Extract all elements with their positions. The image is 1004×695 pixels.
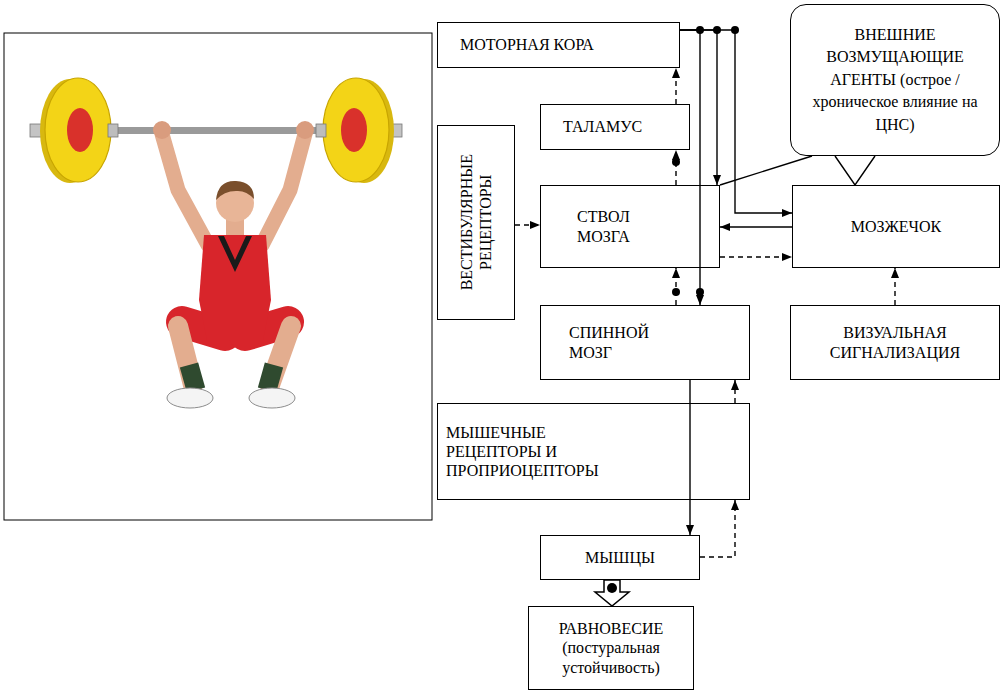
- photo-frame: [4, 33, 432, 520]
- node-label: СПИННОЙ МОЗГ: [569, 323, 669, 361]
- node-label: ТАЛАМУС: [563, 117, 642, 136]
- singlet-trim: [218, 236, 252, 272]
- shoe: [167, 388, 213, 408]
- connector-arrow: [734, 380, 735, 403]
- node-label: ВЕСТИБУЛЯРНЫЕ РЕЦЕПТОРЫ: [457, 133, 495, 313]
- connector-arrow: [680, 30, 717, 185]
- connector-arrow: [680, 30, 700, 305]
- node-label: ВИЗУАЛЬНАЯ СИГНАЛИЗАЦИЯ: [800, 323, 990, 361]
- weight-plate: [323, 78, 389, 182]
- junction-dot: [672, 158, 680, 166]
- junction-dot: [713, 26, 721, 34]
- junction-dot: [731, 26, 739, 34]
- callout-box: ВНЕШНИЕ ВОЗМУЩАЮЩИЕ АГЕНТЫ (острое / хро…: [790, 4, 1000, 156]
- receptor-box: ВЕСТИБУЛЯРНЫЕ РЕЦЕПТОРЫ: [437, 125, 515, 320]
- cortex-box: МОТОРНАЯ КОРА: [437, 22, 680, 68]
- barbell-collar: [316, 124, 326, 137]
- visual-box: ВИЗУАЛЬНАЯ СИГНАЛИЗАЦИЯ: [790, 305, 1000, 380]
- barbell-collar: [108, 124, 118, 137]
- node-label: МЫШЕЧНЫЕ РЕЦЕПТОРЫ И ПРОПРИОЦЕПТОРЫ: [446, 423, 628, 481]
- connector-arrow: [700, 500, 735, 557]
- plate-hub: [341, 108, 367, 152]
- hand: [296, 121, 314, 139]
- sock: [189, 365, 196, 390]
- junction-dot: [672, 288, 680, 296]
- connector-arrow: [720, 256, 792, 257]
- singlet: [199, 235, 271, 340]
- outcome-box: РАВНОВЕСИЕ (постуральная устойчивость): [528, 606, 694, 690]
- weightlifter-figure: [30, 78, 402, 408]
- connector-arrow: [675, 268, 676, 305]
- junction-dot: [696, 26, 704, 34]
- spinal-box: СПИННОЙ МОЗГ: [540, 305, 750, 380]
- connector-arrow: [894, 268, 895, 305]
- node-label: ВНЕШНИЕ ВОЗМУЩАЮЩИЕ АГЕНТЫ (острое / хро…: [806, 24, 984, 136]
- node-label: РАВНОВЕСИЕ (постуральная устойчивость): [536, 619, 686, 677]
- junction-dot: [607, 583, 617, 593]
- connector-arrow: [595, 580, 629, 606]
- node-label: МОЗЖЕЧОК: [851, 217, 941, 236]
- cerebellum-box: МОЗЖЕЧОК: [792, 185, 1000, 268]
- node-label: МОТОРНАЯ КОРА: [460, 35, 594, 54]
- connector-arrow: [675, 150, 676, 185]
- node-label: МЫШЦЫ: [585, 548, 655, 567]
- connector-arrow: [720, 226, 792, 227]
- connector-arrow: [675, 68, 676, 104]
- muscle-box: МЫШЦЫ: [540, 535, 700, 580]
- hand: [153, 121, 171, 139]
- arm: [262, 134, 305, 245]
- sock: [267, 365, 274, 390]
- connector-arrow: [515, 224, 540, 225]
- plate-hub: [67, 108, 93, 152]
- shoe: [249, 388, 295, 408]
- connector-arrow: [720, 156, 812, 185]
- weight-plate: [45, 78, 111, 182]
- receptor-box: МЫШЕЧНЫЕ РЕЦЕПТОРЫ И ПРОПРИОЦЕПТОРЫ: [437, 403, 750, 500]
- connector-arrow: [835, 156, 875, 185]
- node-label: СТВОЛ МОЗГА: [577, 207, 669, 245]
- arm: [162, 134, 208, 245]
- hair: [216, 181, 254, 200]
- junction-dot: [696, 288, 704, 296]
- brainstem-box: СТВОЛ МОЗГА: [540, 185, 720, 268]
- thalamus-box: ТАЛАМУС: [540, 104, 690, 150]
